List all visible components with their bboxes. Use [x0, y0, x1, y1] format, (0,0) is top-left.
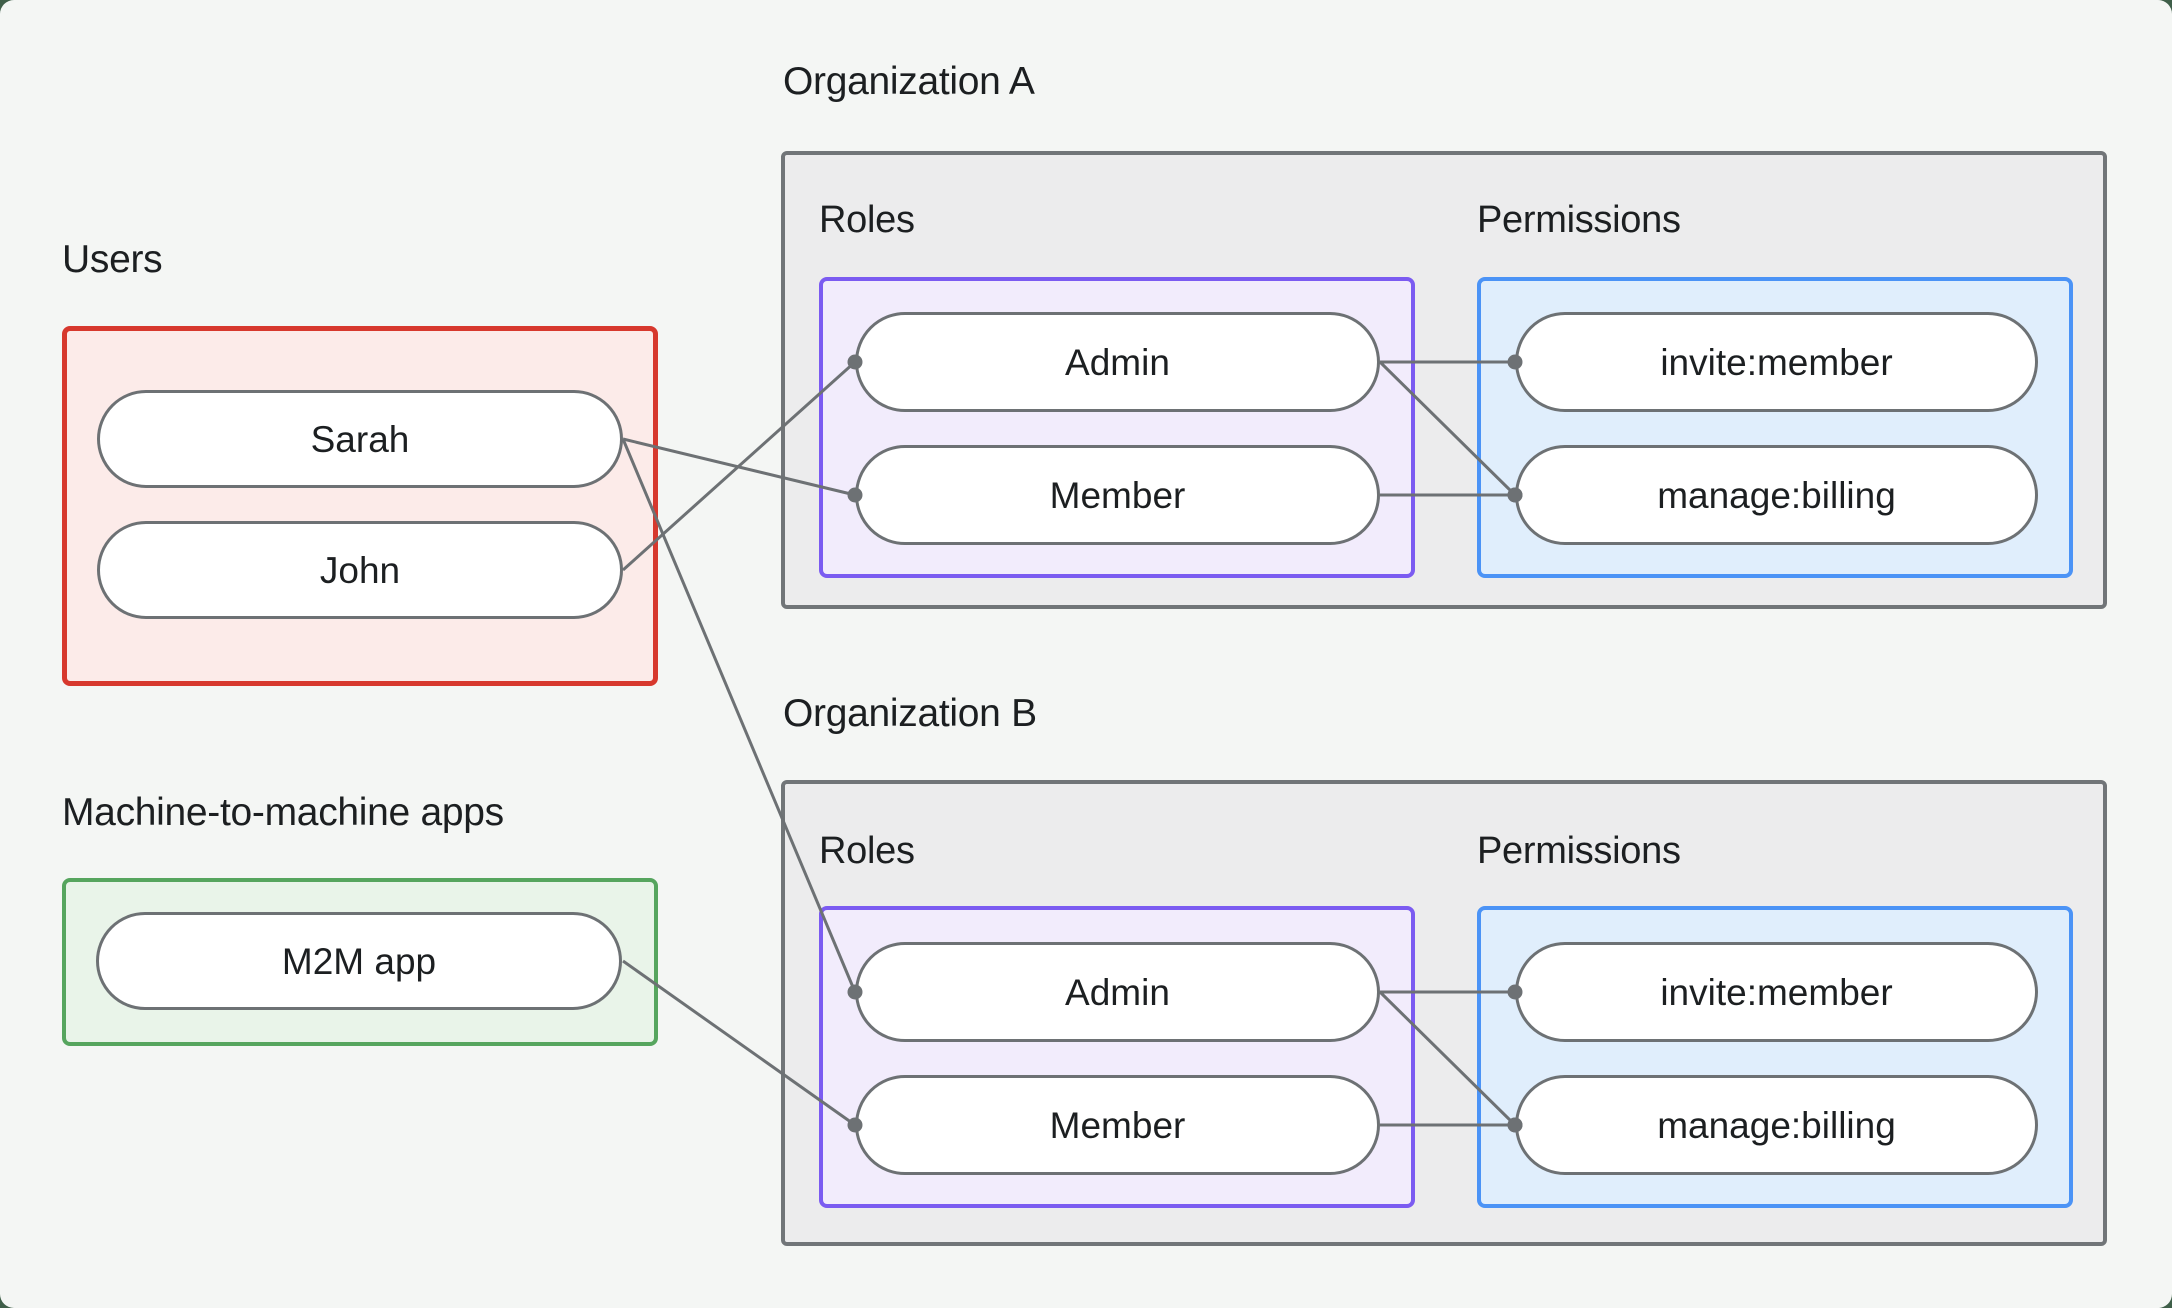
org-b-role-member: Member: [855, 1075, 1380, 1175]
org-a-role-member: Member: [855, 445, 1380, 545]
org-a-role-member-label: Member: [1049, 474, 1186, 516]
user-node-sarah-label: Sarah: [310, 418, 410, 460]
m2m-group-label: Machine-to-machine apps: [62, 791, 504, 834]
m2m-group-box: M2M app: [62, 878, 658, 1046]
org-a-perm-manage-label: manage:billing: [1657, 474, 1896, 516]
org-a-perm-invite-label: invite:member: [1660, 341, 1893, 383]
org-b-perm-invite: invite:member: [1515, 942, 2038, 1042]
org-a-perm-manage: manage:billing: [1515, 445, 2038, 545]
org-b-box: Roles Permissions Admin Member invite:me…: [781, 780, 2107, 1246]
org-a-perm-invite: invite:member: [1515, 312, 2038, 412]
org-a-roles-box: Admin Member: [819, 277, 1415, 578]
org-a-permissions-box: invite:member manage:billing: [1477, 277, 2073, 578]
org-b-role-admin: Admin: [855, 942, 1380, 1042]
org-b-perm-invite-label: invite:member: [1660, 971, 1893, 1013]
user-node-john-label: John: [319, 549, 401, 591]
org-b-role-admin-label: Admin: [1065, 971, 1170, 1013]
org-b-perm-manage: manage:billing: [1515, 1075, 2038, 1175]
m2m-app-node: M2M app: [96, 912, 622, 1010]
users-group-box: Sarah John: [62, 326, 658, 686]
org-b-title: Organization B: [783, 692, 1037, 735]
org-b-perm-manage-label: manage:billing: [1657, 1104, 1896, 1146]
org-a-roles-label: Roles: [819, 199, 915, 241]
org-a-role-admin: Admin: [855, 312, 1380, 412]
org-a-role-admin-label: Admin: [1065, 341, 1170, 383]
m2m-app-node-label: M2M app: [281, 940, 437, 982]
user-node-john: John: [97, 521, 623, 619]
org-a-permissions-label: Permissions: [1477, 199, 1681, 241]
org-b-permissions-box: invite:member manage:billing: [1477, 906, 2073, 1208]
org-a-title: Organization A: [783, 60, 1035, 103]
org-b-roles-box: Admin Member: [819, 906, 1415, 1208]
org-b-role-member-label: Member: [1049, 1104, 1186, 1146]
org-b-permissions-label: Permissions: [1477, 830, 1681, 872]
user-node-sarah: Sarah: [97, 390, 623, 488]
org-a-box: Roles Permissions Admin Member invite:me…: [781, 151, 2107, 609]
org-b-roles-label: Roles: [819, 830, 915, 872]
users-group-label: Users: [62, 238, 163, 281]
